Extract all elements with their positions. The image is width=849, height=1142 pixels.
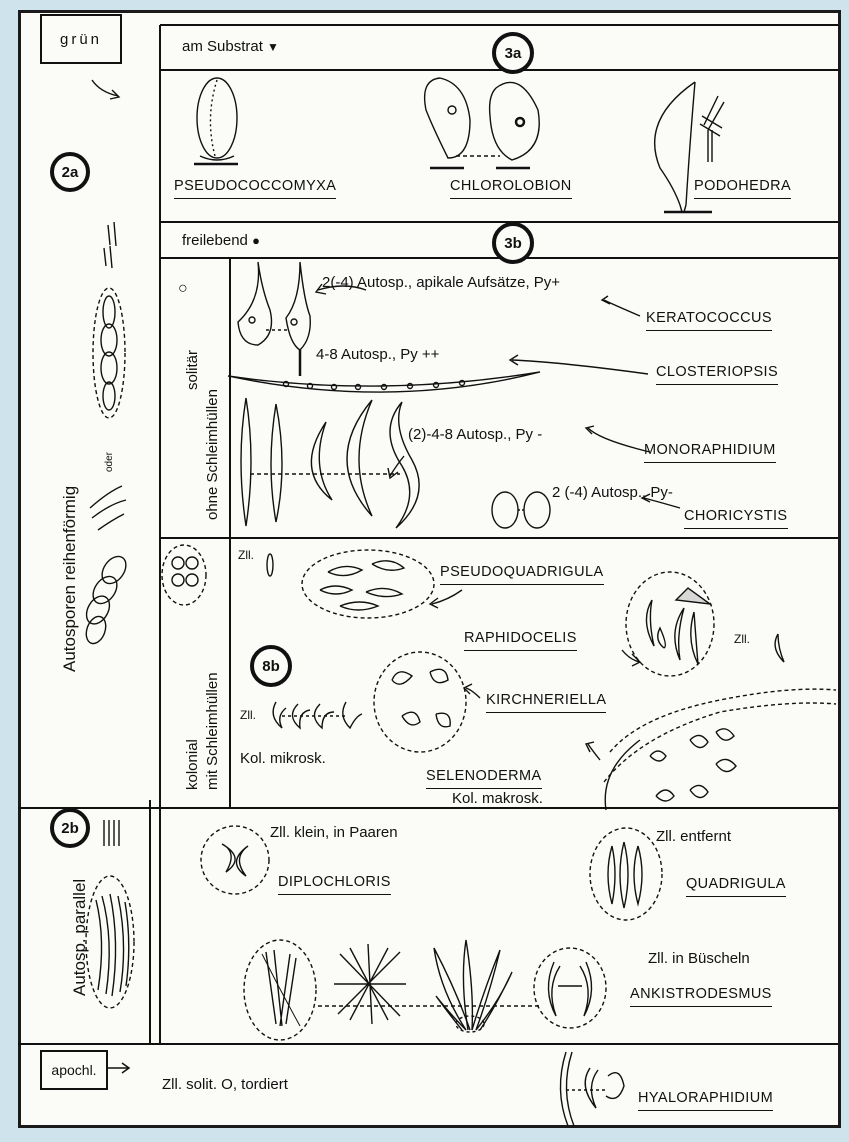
genus-quadrigula: QUADRIGULA (686, 876, 786, 892)
autosp-parallel-label: Autosp. parallel (70, 879, 90, 996)
ohne-schleim-label: ohne Schleimhüllen (204, 389, 221, 520)
solitaer-label: solitär (184, 350, 201, 390)
kol-makro-label: Kol. makrosk. (452, 790, 543, 807)
badge-3a: 3a (492, 32, 534, 74)
gruen-label: grün (60, 31, 102, 48)
genus-podohedra: PODOHEDRA (694, 178, 791, 194)
oder-label: oder (104, 452, 115, 472)
kolonial-label: kolonial (184, 739, 201, 790)
genus-hyaloraphidium: HYALORAPHIDIUM (638, 1090, 773, 1106)
genus-ankistrodesmus: ANKISTRODESMUS (630, 986, 772, 1002)
zll-buescheln-label: Zll. in Büscheln (648, 950, 750, 967)
badge-2a: 2a (50, 152, 90, 192)
badge-2b: 2b (50, 808, 90, 848)
badge-8b: 8b (250, 645, 292, 687)
apochl-note: Zll. solit. O, tordiert (162, 1076, 288, 1093)
note-monoraphidium: (2)-4-8 Autosp., Py - (408, 426, 542, 443)
genus-diplochloris: DIPLOCHLORIS (278, 874, 391, 890)
zll-label-1: Zll. (238, 548, 254, 562)
genus-pseudoquadrigula: PSEUDOQUADRIGULA (440, 564, 604, 580)
autosporen-label: Autosporen reihenförmig (60, 486, 80, 672)
note-choricystis: 2 (-4) Autosp., Py- (552, 484, 673, 501)
genus-raphidocelis: RAPHIDOCELIS (464, 630, 577, 646)
zll-entfernt-label: Zll. entfernt (656, 828, 731, 845)
solitary-circle-icon: ○ (178, 280, 188, 298)
kol-mikro-label: Kol. mikrosk. (240, 750, 326, 767)
genus-choricystis: CHORICYSTIS (684, 508, 788, 524)
zll-klein-label: Zll. klein, in Paaren (270, 824, 398, 841)
genus-closteriopsis: CLOSTERIOPSIS (656, 364, 778, 380)
apochl-label: apochl. (51, 1062, 96, 1078)
gruen-box: grün (40, 14, 122, 64)
genus-kirchneriella: KIRCHNERIELLA (486, 692, 606, 708)
genus-pseudococcomyxa: PSEUDOCOCCOMYXA (174, 178, 336, 194)
am-substrat-label: am Substrat ▼ (182, 38, 279, 55)
zll-label-3: Zll. (240, 708, 256, 722)
genus-chlorolobion: CHLOROLOBION (450, 178, 572, 194)
genus-keratococcus: KERATOCOCCUS (646, 310, 772, 326)
note-keratococcus: 2(-4) Autosp., apikale Aufsätze, Py+ (322, 274, 560, 291)
badge-3b: 3b (492, 222, 534, 264)
genus-selenoderma: SELENODERMA (426, 768, 542, 784)
genus-monoraphidium: MONORAPHIDIUM (644, 442, 776, 458)
apochl-box: apochl. (40, 1050, 108, 1090)
mit-schleim-label: mit Schleimhüllen (204, 672, 221, 790)
freilebend-label: freilebend ● (182, 232, 260, 249)
zll-label-2: Zll. (734, 632, 750, 646)
note-closteriopsis: 4-8 Autosp., Py ++ (316, 346, 439, 363)
